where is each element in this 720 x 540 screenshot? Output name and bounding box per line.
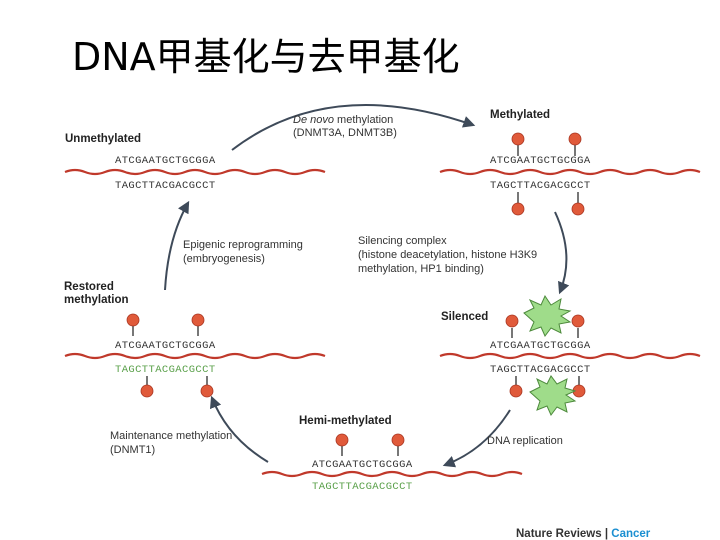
sequence-bottom: TAGCTTACGACGCCT bbox=[490, 364, 591, 376]
methyl-group-top bbox=[571, 314, 585, 338]
process-label-silencing: methylation, HP1 binding) bbox=[358, 263, 484, 275]
state-label-hemi-methylated: Hemi-methylated bbox=[299, 415, 392, 427]
state-label-restored: methylation bbox=[64, 294, 129, 306]
silencing-arrow bbox=[554, 211, 570, 295]
slide-title: DNA甲基化与去甲基化 bbox=[72, 35, 460, 79]
state-label-restored: Restored bbox=[64, 281, 114, 293]
sequence-bottom: TAGCTTACGACGCCT bbox=[490, 180, 591, 192]
methyl-group-bottom bbox=[509, 376, 523, 398]
dna-strand bbox=[439, 168, 701, 176]
process-label-reprogramming: Epigenic reprogramming bbox=[183, 239, 303, 251]
methyl-group-bottom bbox=[511, 192, 525, 216]
methyl-group-top bbox=[505, 314, 519, 338]
process-label-replication: DNA replication bbox=[487, 435, 563, 447]
sequence-top: ATCGAATGCTGCGGA bbox=[115, 340, 216, 352]
process-label-maintenance: Maintenance methylation bbox=[110, 430, 232, 442]
figure-credit: Nature Reviews | Cancer bbox=[516, 528, 651, 540]
state-label-methylated: Methylated bbox=[490, 109, 550, 121]
sequence-bottom: TAGCTTACGACGCCT bbox=[115, 180, 216, 192]
maintenance-arrow bbox=[209, 395, 269, 463]
methyl-group-bottom bbox=[572, 376, 586, 398]
dna-strand bbox=[64, 168, 326, 176]
dna-strand bbox=[439, 352, 701, 360]
process-label-maintenance: (DNMT1) bbox=[110, 444, 155, 456]
silencing-complex-icon bbox=[529, 375, 577, 416]
silencing-complex-icon bbox=[523, 294, 572, 337]
methyl-group-top bbox=[191, 313, 205, 336]
sequence-top: ATCGAATGCTGCGGA bbox=[115, 155, 216, 167]
sequence-bottom-new: TAGCTTACGACGCCT bbox=[115, 364, 216, 376]
state-label-unmethylated: Unmethylated bbox=[65, 133, 141, 145]
methyl-group-top bbox=[335, 433, 349, 456]
methyl-group-bottom bbox=[200, 376, 214, 398]
dna-strand bbox=[261, 470, 523, 478]
methyl-group-top bbox=[126, 313, 140, 336]
dna-strand bbox=[64, 352, 326, 360]
process-label-de-novo: De novo methylation bbox=[293, 114, 393, 126]
process-label-reprogramming: (embryogenesis) bbox=[183, 253, 265, 265]
replication-arrow bbox=[442, 409, 511, 468]
sequence-top: ATCGAATGCTGCGGA bbox=[490, 155, 591, 167]
process-label-silencing: (histone deacetylation, histone H3K9 bbox=[358, 249, 537, 261]
de-novo-arrow bbox=[231, 104, 476, 151]
methyl-group-bottom bbox=[140, 376, 154, 398]
reprogramming-arrow bbox=[164, 200, 190, 291]
methyl-group-top bbox=[391, 433, 405, 456]
sequence-top: ATCGAATGCTGCGGA bbox=[312, 459, 413, 471]
methyl-group-top bbox=[511, 132, 525, 156]
sequence-top: ATCGAATGCTGCGGA bbox=[490, 340, 591, 352]
sequence-bottom-new: TAGCTTACGACGCCT bbox=[312, 481, 413, 493]
state-label-silenced: Silenced bbox=[441, 311, 488, 323]
methyl-group-top bbox=[568, 132, 582, 156]
methyl-group-bottom bbox=[571, 192, 585, 216]
process-label-silencing: Silencing complex bbox=[358, 235, 447, 247]
process-label-de-novo-enzymes: (DNMT3A, DNMT3B) bbox=[293, 127, 397, 139]
